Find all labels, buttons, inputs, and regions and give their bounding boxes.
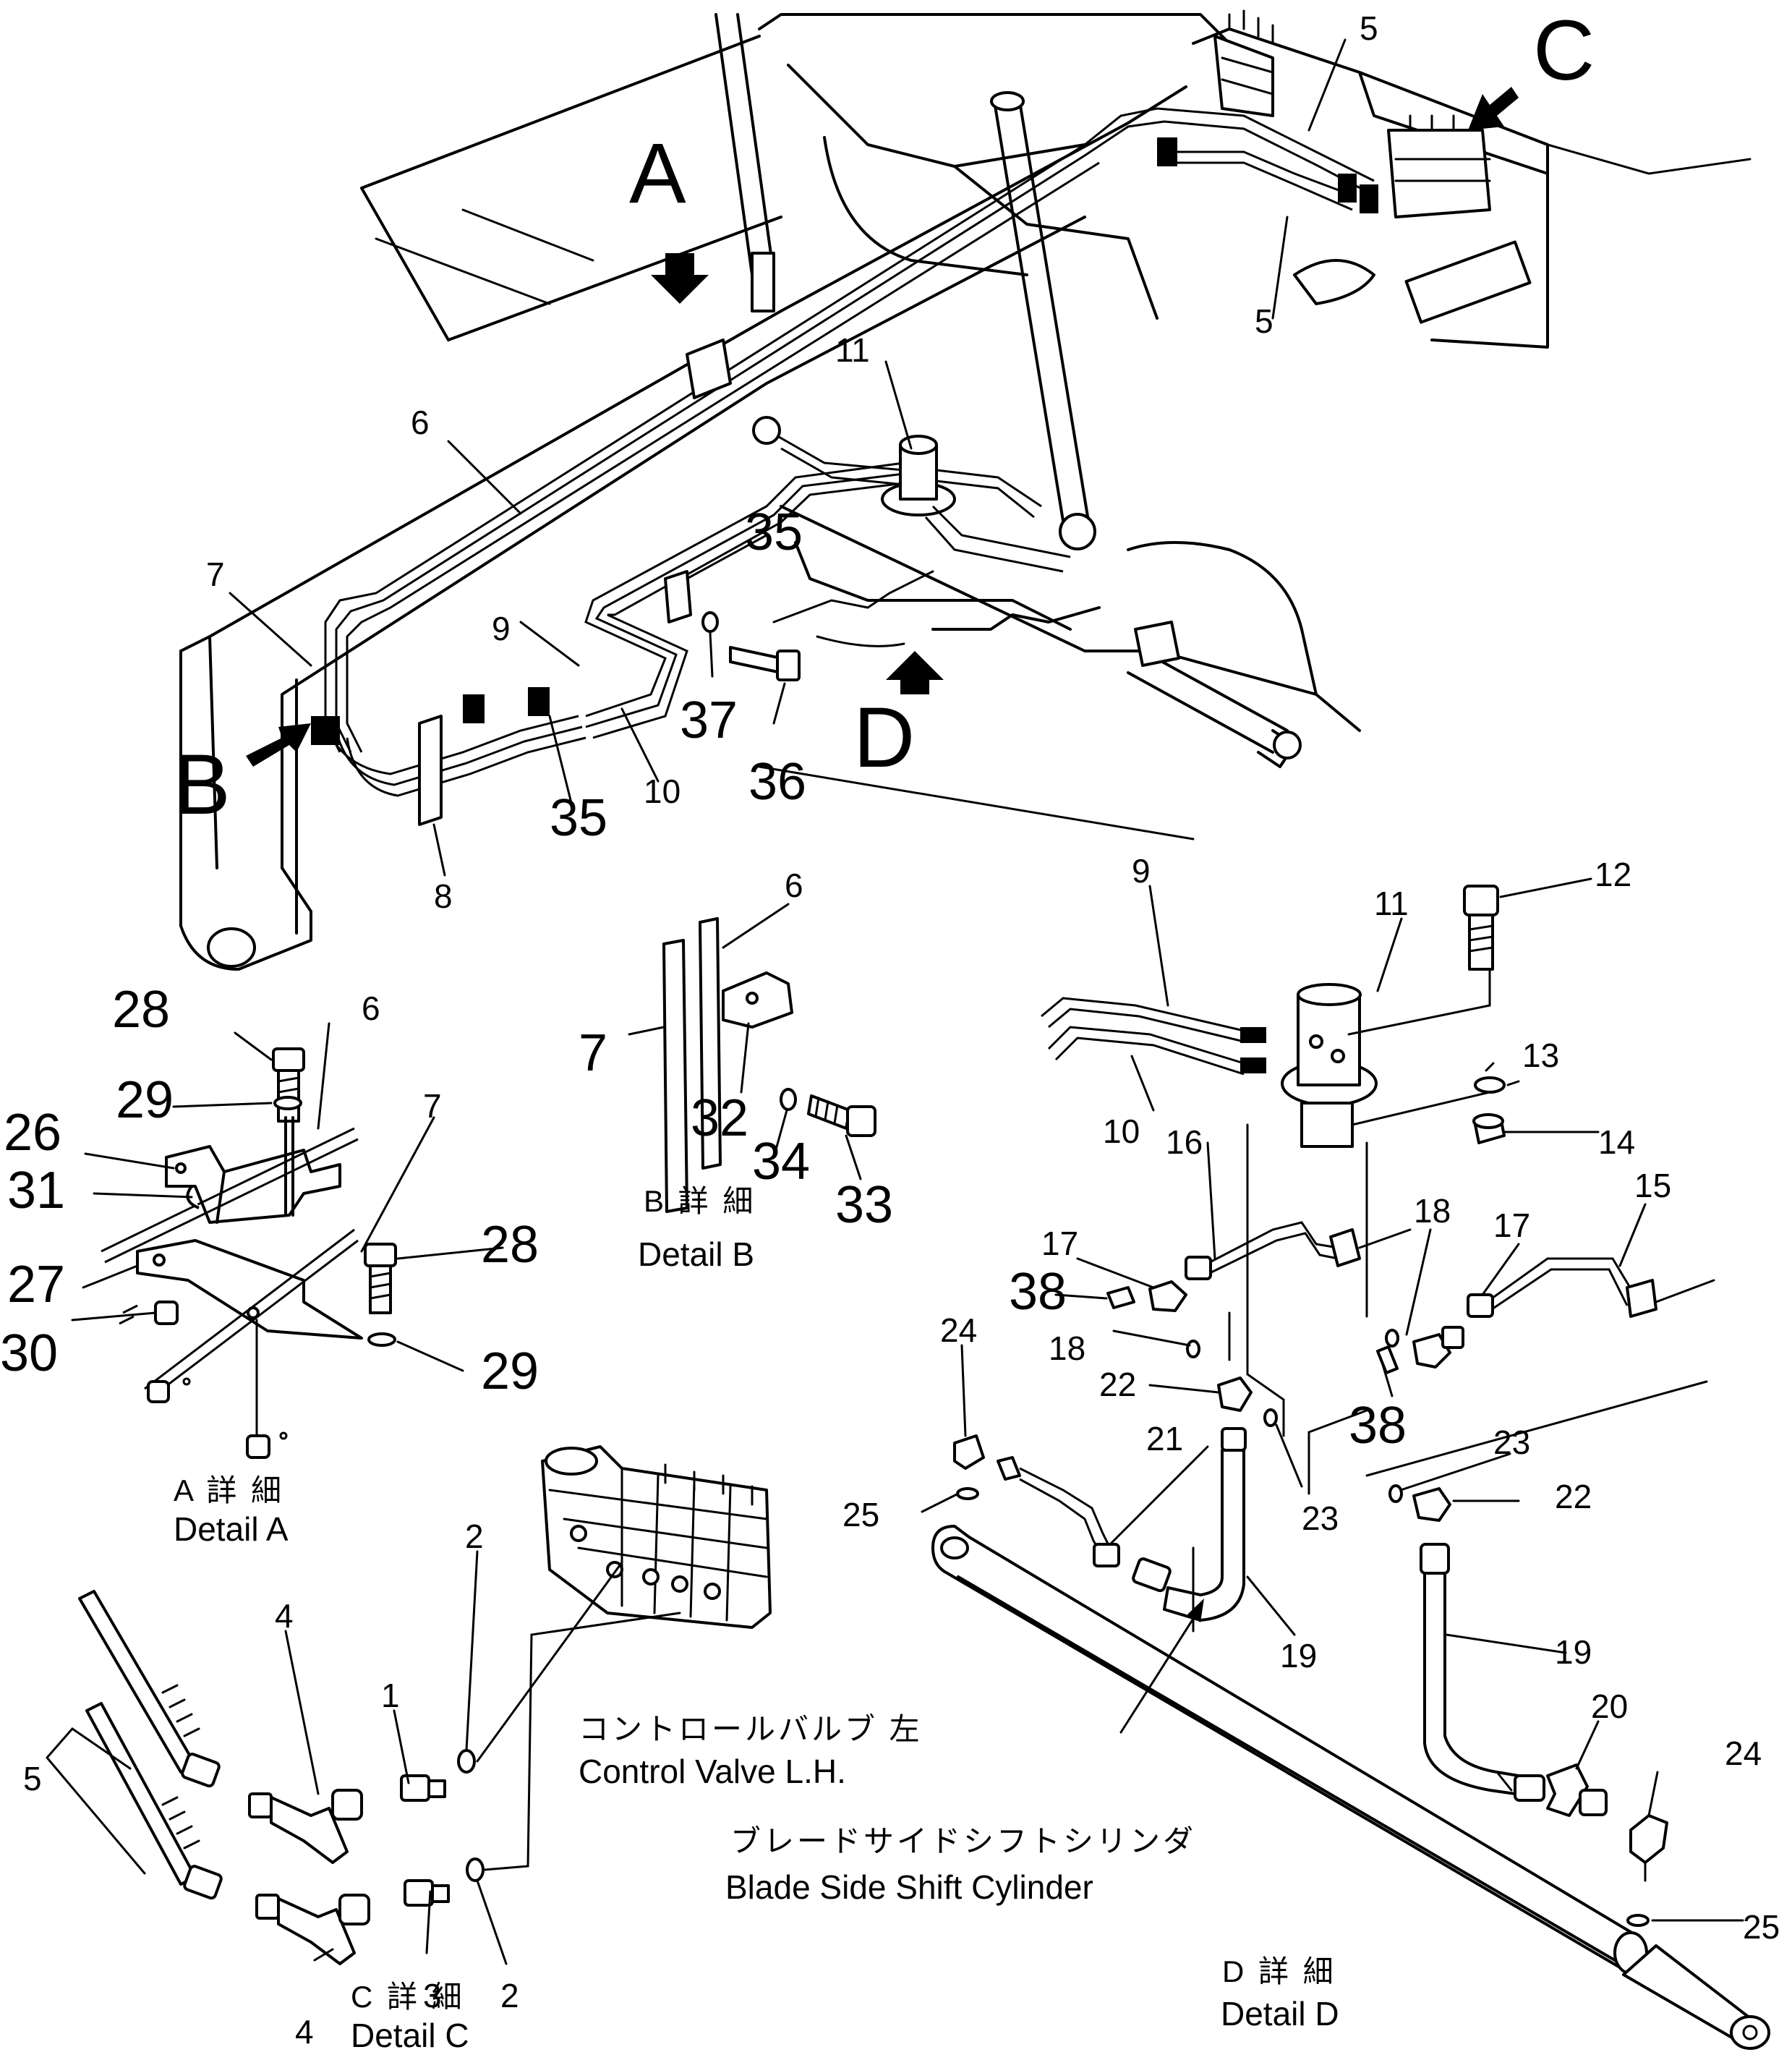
callout-31: 31 [7,1162,65,1220]
callout-36-main: 36 [748,753,806,811]
callout-9-main: 9 [492,610,511,647]
view-label-d: D [853,690,915,786]
detail-d: 9 11 12 13 14 10 16 18 15 17 17 38 18 24… [725,852,1780,2050]
main-swivel-joint [881,435,956,516]
callout-28-top: 28 [112,981,170,1039]
callout-2-lower: 2 [500,1977,519,2014]
callout-23-left: 23 [1302,1499,1339,1537]
view-label-a: A [629,126,686,221]
detail-a-caption-jp: A 詳 細 [174,1473,284,1507]
callout-18-right: 18 [1414,1192,1451,1230]
callout-9-detail-d: 9 [1132,852,1151,890]
callout-6-main: 6 [411,404,430,441]
detail-a: 28 6 29 26 31 7 27 28 30 29 A 詳 細 Detail… [0,981,539,1548]
callout-18-left: 18 [1049,1329,1085,1367]
detail-b-bolt [807,1094,876,1137]
cylinder-label-en: Blade Side Shift Cylinder [725,1868,1093,1906]
callout-16: 16 [1166,1123,1203,1161]
callout-6-detail-a: 6 [362,989,380,1027]
detail-c: 4 1 2 2 3 5 4 コントロールバルブ 左 Control Valve … [23,1445,923,2054]
callout-1: 1 [381,1677,400,1714]
callout-23-right: 23 [1493,1423,1530,1461]
detail-d-caption-en: Detail D [1221,1995,1339,2033]
callout-6-detail-b: 6 [785,867,803,904]
callout-4-lower: 4 [295,2013,314,2051]
callout-25-right: 25 [1743,1908,1780,1946]
blade-side-shift-cylinder [931,1525,1770,2050]
callout-19-left: 19 [1280,1637,1317,1674]
callout-11-detail-d: 11 [1374,885,1409,922]
control-valve-label-en: Control Valve L.H. [579,1753,846,1790]
callout-38-right: 38 [1349,1397,1407,1455]
callout-7-detail-a: 7 [423,1087,442,1125]
callout-26: 26 [4,1104,61,1162]
callout-13: 13 [1522,1037,1559,1074]
callout-17-left: 17 [1041,1225,1078,1262]
view-arrow-d [886,651,944,694]
callout-2-upper: 2 [465,1518,484,1555]
control-valve-label-jp: コントロールバルブ 左 [579,1712,923,1746]
view-label-c: C [1533,3,1595,98]
view-arrow-a [651,253,709,304]
detail-d-caption-jp: D 詳 細 [1222,1954,1336,1988]
callout-4-upper: 4 [275,1597,294,1635]
callout-22-right: 22 [1555,1478,1592,1515]
callout-38-left: 38 [1009,1263,1067,1321]
callout-8-main: 8 [434,877,453,915]
callout-22-left: 22 [1099,1366,1136,1403]
main-assembly-view: A B C D 5 5 11 6 35 7 9 37 36 35 10 8 [174,3,1752,971]
callout-35-upper: 35 [745,503,803,561]
callout-25-left: 25 [842,1496,879,1533]
callout-11-main: 11 [835,331,870,369]
callout-30: 30 [0,1324,58,1382]
callout-24-right: 24 [1725,1735,1762,1772]
main-valve-bank-left [1213,9,1274,117]
callout-24-left: 24 [940,1311,977,1349]
callout-5-bottom: 5 [1255,302,1273,340]
callout-29-lower: 29 [481,1342,539,1400]
cylinder-label-jp: ブレードサイドシフトシリンダ [730,1824,1196,1858]
callout-33: 33 [835,1176,893,1234]
detail-a-caption-en: Detail A [174,1510,289,1548]
callout-7-detail-b: 7 [579,1024,607,1082]
callout-3: 3 [423,1977,442,2014]
callout-37-main: 37 [680,691,738,749]
main-valve-bank-right [1387,114,1491,218]
callout-7-main: 7 [206,556,225,593]
detail-b: 6 7 32 34 33 B 詳 細 Detail B [579,867,893,1273]
callout-14: 14 [1598,1123,1635,1161]
view-arrow-c [1468,87,1519,130]
callout-29-top: 29 [116,1071,174,1129]
callout-32: 32 [691,1089,748,1147]
main-bolt-36 [729,646,801,681]
detail-b-caption-jp: B 詳 細 [644,1184,756,1218]
callout-21: 21 [1146,1420,1183,1457]
callout-28-lower: 28 [481,1216,539,1274]
callout-27: 27 [7,1256,65,1314]
callout-17-right: 17 [1493,1206,1530,1244]
control-valve-lh [541,1445,772,1629]
callout-10-detail-d: 10 [1103,1112,1140,1150]
callout-5-top: 5 [1360,9,1378,47]
callout-20: 20 [1591,1687,1628,1725]
callout-35-lower: 35 [550,789,607,847]
callout-5-detail-c: 5 [23,1760,42,1797]
detail-c-caption-jp: C 詳 細 [351,1980,465,2014]
callout-10-main: 10 [644,772,680,810]
detail-d-swivel-joint [1281,983,1378,1148]
callout-12: 12 [1595,856,1631,893]
view-arrow-b [246,723,311,767]
detail-c-caption-en: Detail C [351,2017,469,2054]
view-label-b: B [174,737,231,833]
callout-19-right: 19 [1555,1633,1592,1671]
callout-34: 34 [752,1133,810,1191]
detail-b-caption-en: Detail B [638,1235,754,1273]
callout-15: 15 [1634,1167,1671,1204]
